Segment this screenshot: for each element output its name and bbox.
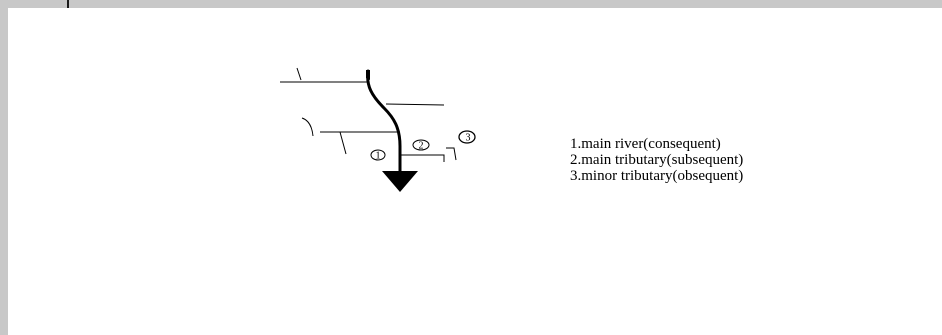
tributary-upper-left-tick bbox=[296, 67, 302, 81]
marker-one: 1 bbox=[370, 149, 386, 162]
tributary-lower-left-tick bbox=[339, 131, 347, 155]
drainage-sketch: 1 2 3 bbox=[280, 67, 476, 192]
tributary-lower-left bbox=[301, 117, 314, 137]
drawing-canvas: 1 2 3 1.main river(consequent) 2.main tr… bbox=[8, 8, 942, 335]
legend-item-main-tributary: 2.main tributary(subsequent) bbox=[570, 152, 744, 168]
marker-three: 3 bbox=[458, 130, 476, 144]
marker-two: 2 bbox=[412, 139, 430, 152]
text-cursor-mark bbox=[67, 0, 69, 8]
tributary-lower-right bbox=[400, 154, 445, 162]
svg-text:3: 3 bbox=[466, 133, 471, 144]
arrow-down-icon bbox=[382, 171, 418, 192]
main-river-line bbox=[366, 69, 402, 176]
tributary-upper-right bbox=[385, 103, 445, 106]
main-river-head bbox=[366, 70, 370, 80]
svg-text:2: 2 bbox=[419, 141, 424, 152]
legend: 1.main river(consequent) 2.main tributar… bbox=[570, 136, 743, 184]
svg-text:1: 1 bbox=[376, 151, 381, 162]
tributary-minor-right bbox=[446, 147, 457, 161]
legend-item-minor-tributary: 3.minor tributary(obsequent) bbox=[570, 168, 744, 184]
legend-item-main-river: 1.main river(consequent) bbox=[570, 136, 721, 152]
